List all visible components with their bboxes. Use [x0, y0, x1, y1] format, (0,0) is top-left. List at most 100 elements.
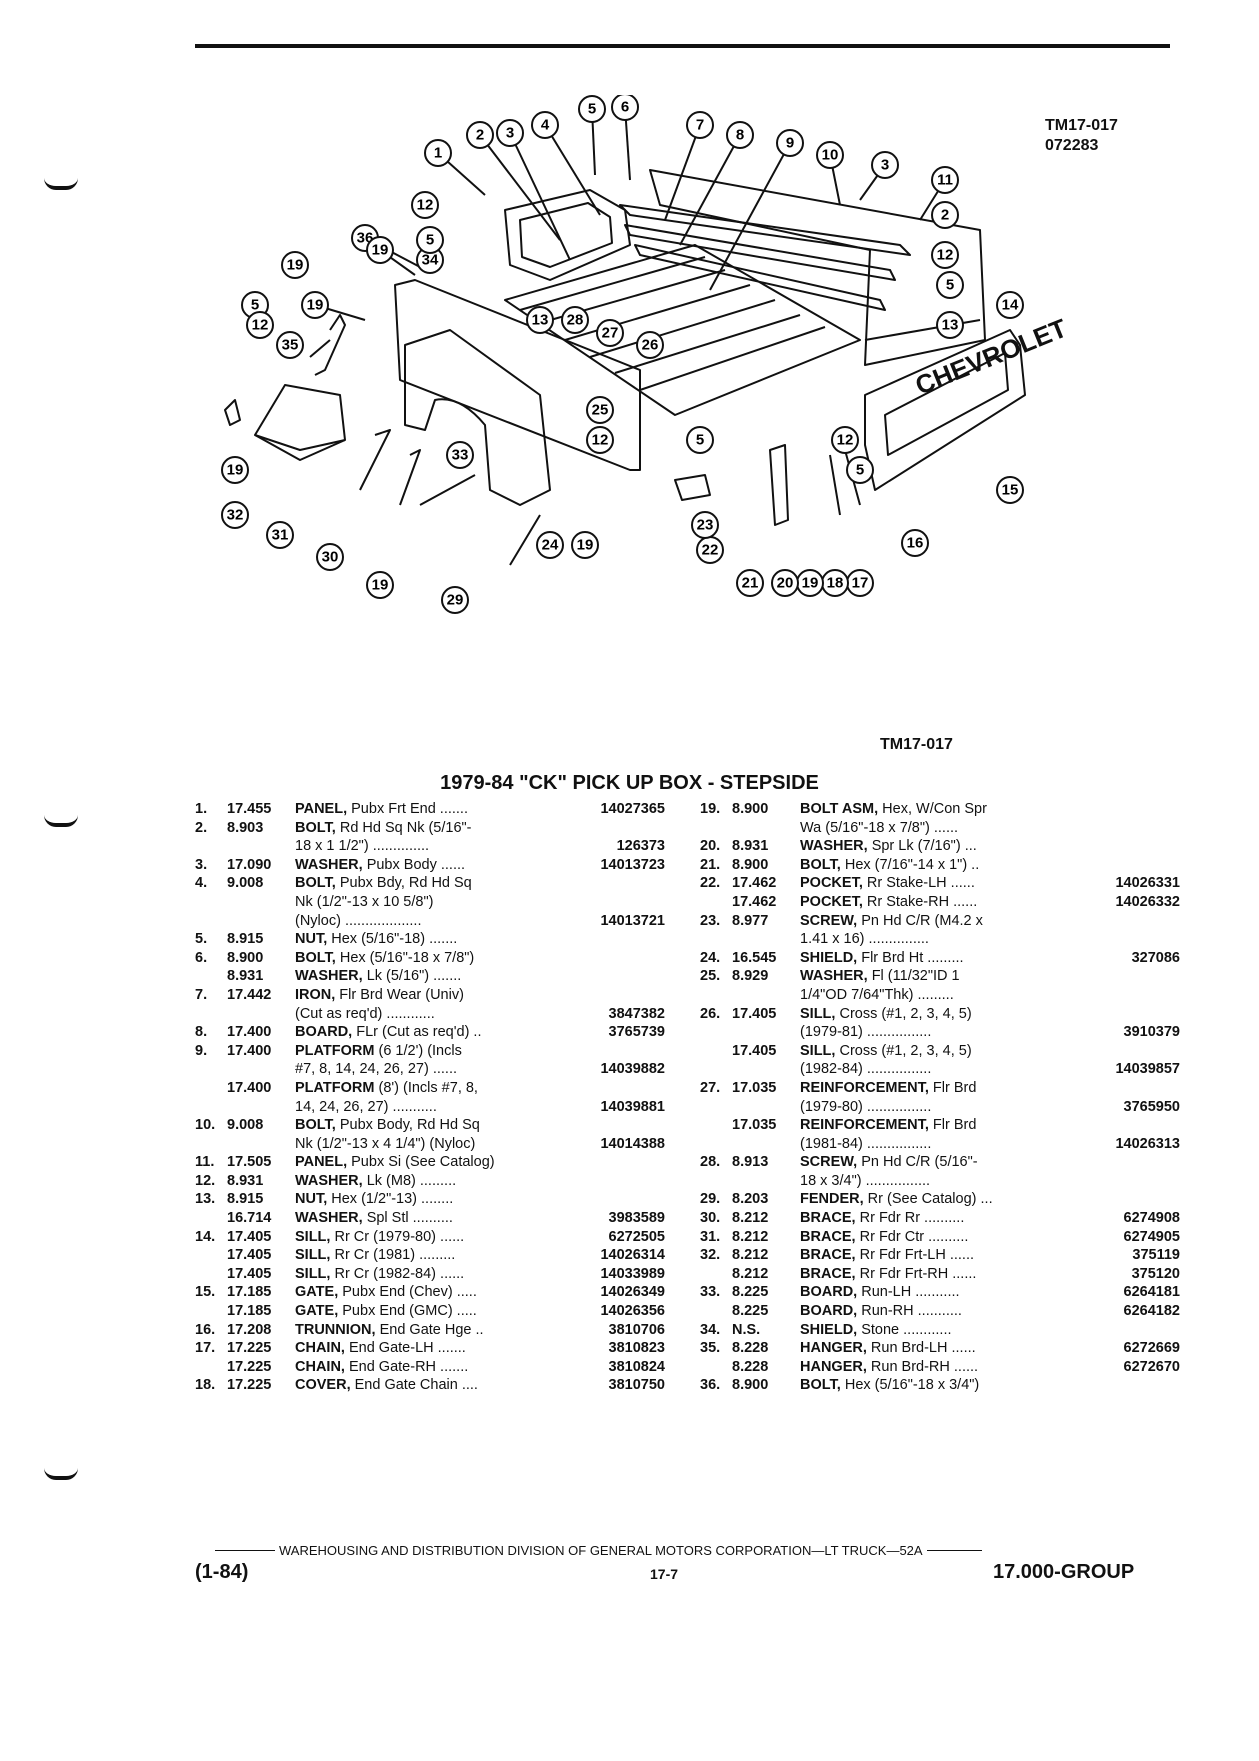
- group-number: 8.212: [732, 1247, 769, 1264]
- svg-text:35: 35: [282, 337, 299, 354]
- binding-hole-mark: [44, 815, 78, 827]
- part-description: #7, 8, 14, 24, 26, 27) ......14039882: [295, 1060, 665, 1079]
- item-number: [700, 1042, 732, 1061]
- drawing-ref-number-lower: TM17-017: [880, 736, 953, 753]
- part-description: BOLT, Hex (7/16"-14 x 1") ..: [800, 856, 1180, 875]
- callout-12: 12: [246, 311, 274, 339]
- parts-list-row: (1982-84) ................14039857: [700, 1060, 1180, 1079]
- callout-30: 30: [316, 543, 344, 571]
- item-number: [700, 1172, 732, 1191]
- part-description: GATE, Pubx End (GMC) .....14026356: [295, 1302, 665, 1321]
- part-name: PLATFORM: [295, 1079, 375, 1096]
- svg-text:2: 2: [476, 127, 484, 144]
- item-number: 19.: [700, 801, 721, 817]
- part-description: TRUNNION, End Gate Hge ..3810706: [295, 1321, 665, 1340]
- part-name: BRACE,: [800, 1210, 856, 1227]
- item-number: [700, 930, 732, 949]
- item-number: 30.: [700, 1210, 721, 1227]
- parts-list-row: 1.41 x 16) ...............: [700, 930, 1180, 949]
- part-name: TRUNNION,: [295, 1321, 376, 1338]
- part-detail: End Gate-RH .......: [344, 1358, 469, 1375]
- part-detail: Run-LH ...........: [857, 1284, 960, 1301]
- item-number: 35.: [700, 1340, 721, 1357]
- footer-division: WAREHOUSING AND DISTRIBUTION DIVISION OF…: [279, 1543, 923, 1558]
- item-number: 16.: [195, 1321, 216, 1338]
- part-description: (Cut as req'd) ............3847382: [295, 1005, 665, 1024]
- part-detail: 18 x 3/4") ................: [800, 1172, 931, 1189]
- part-name: GATE,: [295, 1284, 339, 1301]
- group-number: 17.208: [227, 1321, 272, 1338]
- part-name: BOARD,: [800, 1284, 858, 1301]
- item-number: 21.: [700, 856, 721, 873]
- item-number: 12.: [195, 1172, 216, 1189]
- part-description: SHIELD, Flr Brd Ht .........327086: [800, 949, 1180, 968]
- item-number: 22.: [700, 875, 721, 892]
- part-detail: 14, 24, 26, 27) ...........: [295, 1098, 437, 1115]
- part-detail: Pn Hd C/R (5/16"-: [857, 1154, 978, 1171]
- part-name: WASHER,: [800, 838, 868, 855]
- part-detail: Rr Cr (1982-84) ......: [330, 1265, 465, 1282]
- top-rule: [195, 44, 1170, 48]
- callout-5: 5: [846, 456, 874, 484]
- group-number: 9.008: [227, 1117, 264, 1134]
- svg-text:19: 19: [227, 462, 244, 479]
- footer-division-line: WAREHOUSING AND DISTRIBUTION DIVISION OF…: [215, 1543, 1155, 1558]
- group-number: 8.931: [732, 838, 769, 855]
- group-number: 8.915: [227, 931, 264, 948]
- callout-9: 9: [776, 129, 804, 157]
- group-number: N.S.: [732, 1321, 761, 1338]
- part-description: PANEL, Pubx Si (See Catalog): [295, 1153, 665, 1172]
- item-number: 11.: [195, 1154, 215, 1171]
- svg-text:19: 19: [307, 297, 324, 314]
- part-detail: Hex (5/16"-18 x 7/8"): [335, 949, 475, 966]
- group-number: 17.090: [227, 856, 272, 873]
- group-number: 9.008: [227, 875, 264, 892]
- part-detail: (1981-84) ................: [800, 1135, 932, 1152]
- footer-rule: [926, 1550, 982, 1551]
- callout-19: 19: [366, 571, 394, 599]
- group-number: 17.405: [227, 1265, 272, 1282]
- callout-5: 5: [416, 226, 444, 254]
- part-name: BOLT,: [800, 1377, 841, 1394]
- svg-text:18: 18: [827, 575, 844, 592]
- item-number: [700, 1098, 732, 1117]
- part-description: CHAIN, End Gate-LH .......3810823: [295, 1339, 665, 1358]
- item-number: 8.: [195, 1024, 208, 1041]
- item-number: 18.: [195, 1377, 216, 1394]
- callout-24: 24: [536, 531, 564, 559]
- parts-list-row: (1979-80) ................3765950: [700, 1098, 1180, 1117]
- group-number: 17.400: [227, 1024, 272, 1041]
- part-description: (1981-84) ................14026313: [800, 1135, 1180, 1154]
- svg-text:11: 11: [937, 172, 953, 189]
- part-description: PLATFORM (8') (Incls #7, 8,: [295, 1079, 665, 1098]
- item-number: 31.: [700, 1228, 721, 1245]
- item-number: [700, 1116, 732, 1135]
- part-number: [1176, 837, 1180, 856]
- part-name: SILL,: [295, 1265, 331, 1282]
- item-number: 29.: [700, 1191, 721, 1208]
- part-description: POCKET, Rr Stake-RH ......14026332: [800, 893, 1180, 912]
- callout-17: 17: [846, 569, 874, 597]
- item-number: 2.: [195, 819, 208, 836]
- part-detail: Pubx Body, Rd Hd Sq: [335, 1117, 480, 1134]
- parts-list-row: Wa (5/16"-18 x 7/8") ......: [700, 819, 1180, 838]
- callout-19: 19: [366, 236, 394, 264]
- part-name: PANEL,: [295, 801, 348, 817]
- part-detail: Nk (1/2"-13 x 4 1/4") (Nyloc): [295, 1135, 476, 1152]
- part-name: SHIELD,: [800, 1321, 858, 1338]
- part-number: 14013721: [600, 912, 665, 929]
- group-number: 8.900: [732, 801, 769, 817]
- part-number: 3810706: [608, 1321, 665, 1338]
- part-description: 18 x 1 1/2") ..............126373: [295, 837, 665, 856]
- footer-rule: [215, 1550, 275, 1551]
- svg-text:31: 31: [272, 527, 289, 544]
- part-name: BOLT,: [295, 949, 336, 966]
- part-number: [1176, 1005, 1180, 1024]
